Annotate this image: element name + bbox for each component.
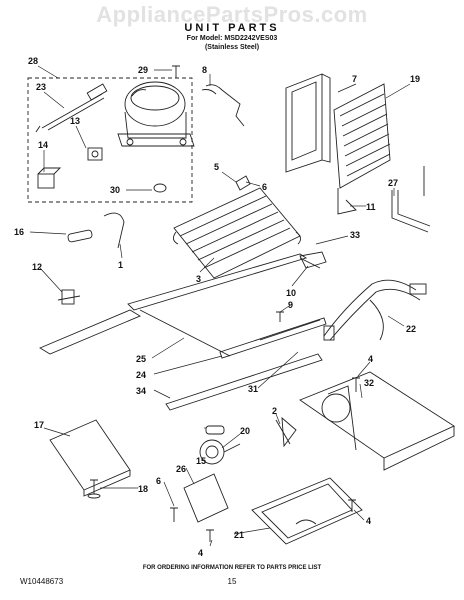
callout-27: 27: [388, 178, 398, 188]
watermark: AppliancePartsPros.com: [96, 2, 368, 27]
screw-29-part: [172, 65, 180, 78]
callout-8: 8: [202, 65, 207, 75]
fan-motor-part: [199, 439, 241, 465]
callout-5: 5: [214, 162, 219, 172]
leader-lines: [29, 65, 411, 547]
ordering-note: FOR ORDERING INFORMATION REFER TO PARTS …: [142, 565, 322, 571]
compressor-group-box: [27, 77, 193, 203]
drain-tray-part: [251, 477, 363, 545]
screw-9-part: [276, 311, 284, 322]
insulation-pad-part: [49, 419, 131, 497]
callout-33: 33: [350, 230, 360, 240]
callout-30: 30: [110, 185, 120, 195]
callout-6-lower: 6: [156, 476, 161, 486]
screw-4c-part: [348, 499, 356, 512]
wire-harness-part: [323, 279, 427, 341]
compressor-part: [117, 81, 195, 147]
callout-31: 31: [248, 384, 258, 394]
callout-6-upper: 6: [262, 182, 267, 192]
screw-6b-part: [170, 507, 178, 522]
callout-29: 29: [138, 65, 148, 75]
page-title: UNIT PARTS: [184, 22, 280, 34]
grommet-part: [153, 183, 167, 193]
callout-3: 3: [196, 274, 201, 284]
callout-22: 22: [406, 324, 416, 334]
base-pan-part: [299, 371, 455, 471]
bracket-part: [39, 289, 141, 355]
drier-part: [391, 166, 431, 233]
callout-21: 21: [234, 530, 244, 540]
tube-part: [205, 84, 245, 127]
callout-labels: 28 29 8 7 19 23 13 14 30 5 6 27 11 16 33…: [14, 56, 420, 558]
callout-1: 1: [118, 260, 123, 270]
evaporator-part: [173, 187, 301, 279]
callout-19: 19: [410, 74, 420, 84]
callout-9: 9: [288, 300, 293, 310]
callout-13: 13: [70, 116, 80, 126]
callout-4-right: 4: [368, 354, 373, 364]
callout-4-tray: 4: [366, 516, 371, 526]
callout-24: 24: [136, 370, 146, 380]
callout-11: 11: [366, 202, 376, 212]
capillary-tube-part: [337, 188, 357, 215]
support-rails-part: [127, 253, 327, 411]
overload-part: [87, 147, 103, 161]
motor-bracket-part: [183, 473, 229, 523]
callout-4-bottom: 4: [198, 548, 203, 558]
callout-15: 15: [196, 456, 206, 466]
shroud-part: [285, 73, 331, 173]
callout-17: 17: [34, 420, 44, 430]
finish-line: (Stainless Steel): [204, 44, 260, 51]
model-line: For Model: MSD2242VES03: [186, 35, 278, 42]
screw-18-part: [87, 479, 101, 499]
callout-20: 20: [240, 426, 250, 436]
clip-part: [235, 175, 251, 191]
callout-10: 10: [286, 288, 296, 298]
document-number: W10448673: [20, 577, 64, 586]
mounting-bracket-part: [299, 251, 327, 269]
callout-12: 12: [32, 262, 42, 272]
screw-4b-part: [206, 529, 214, 542]
callout-18: 18: [138, 484, 148, 494]
callout-2: 2: [272, 406, 277, 416]
heater-wire-part: [103, 212, 125, 249]
fan-blade-part: [275, 416, 297, 448]
relay-part: [37, 167, 62, 189]
callout-34: 34: [136, 386, 146, 396]
callout-23: 23: [36, 82, 46, 92]
callout-7: 7: [352, 74, 357, 84]
page-number: 15: [227, 577, 237, 586]
callout-14: 14: [38, 140, 48, 150]
callout-25: 25: [136, 354, 146, 364]
screw-4a-part: [352, 377, 360, 392]
start-device-part: [35, 83, 108, 133]
callout-32: 32: [364, 378, 374, 388]
callout-16: 16: [14, 227, 24, 237]
callout-26: 26: [176, 464, 186, 474]
condenser-coil-part: [333, 83, 391, 189]
callout-28: 28: [28, 56, 38, 66]
thermistor-part: [67, 229, 93, 243]
motor-grommet-part: [205, 425, 225, 435]
